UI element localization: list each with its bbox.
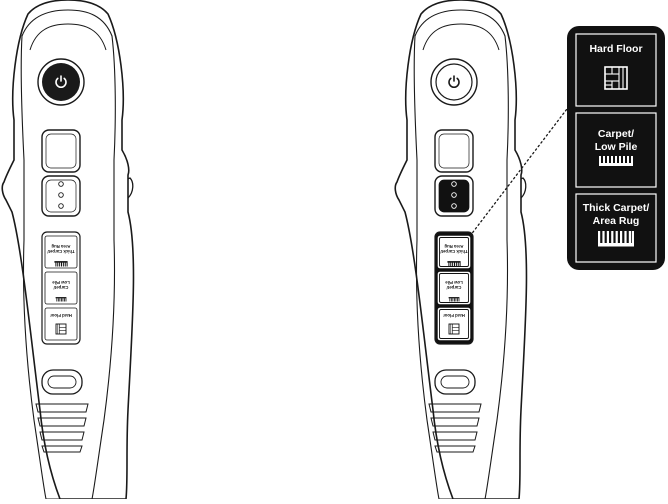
carpet-comb-icon — [55, 297, 67, 302]
power-icon — [448, 75, 460, 89]
handle-left: Thick Carpet/ Area Rug Carpet/ Low Pile … — [1, 0, 135, 500]
svg-text:Hard Floor: Hard Floor — [50, 313, 72, 318]
mode-indicator-panel-left: Thick Carpet/ Area Rug Carpet/ Low Pile … — [41, 231, 81, 345]
carpet-label-line1: Carpet/ — [598, 128, 634, 140]
svg-text:Area Rug: Area Rug — [51, 244, 70, 249]
callout-carpet-low-pile: Carpet/ Low Pile — [575, 112, 657, 188]
mode-hard-floor-right: Hard Floor — [443, 313, 465, 335]
svg-text:Low Pile: Low Pile — [52, 280, 70, 285]
mode-indicator-panel-right: Thick Carpet/ Area Rug Carpet/ Low Pile … — [434, 231, 474, 345]
display-window-left — [41, 129, 81, 173]
handle-right: Thick Carpet/ Area Rug Carpet/ Low Pile … — [394, 0, 528, 500]
power-button-left[interactable] — [37, 58, 85, 106]
mode-hard-floor-left: Hard Floor — [50, 313, 72, 335]
svg-text:Hard Floor: Hard Floor — [443, 313, 465, 318]
callout-hard-floor: Hard Floor — [575, 33, 657, 107]
thick-carpet-label-line2: Area Rug — [593, 215, 640, 227]
svg-text:Area Rug: Area Rug — [444, 244, 463, 249]
hard-floor-label: Hard Floor — [589, 43, 642, 55]
power-button-right[interactable] — [430, 58, 478, 106]
thick-carpet-label-line1: Thick Carpet/ — [583, 202, 650, 214]
svg-text:Carpet/: Carpet/ — [446, 285, 462, 290]
power-icon — [55, 75, 67, 89]
thick-carpet-comb-icon — [598, 231, 634, 247]
svg-text:Thick Carpet/: Thick Carpet/ — [47, 249, 75, 254]
carpet-comb-icon — [599, 156, 633, 166]
mode-thick-carpet-left: Thick Carpet/ Area Rug — [47, 244, 75, 267]
svg-text:Carpet/: Carpet/ — [53, 285, 69, 290]
hard-floor-icon — [604, 66, 628, 90]
mode-callout-panel: Hard Floor Carpet/ Low Pile — [567, 26, 665, 270]
display-window-right — [434, 129, 474, 173]
mode-selector-button-right[interactable] — [434, 175, 474, 217]
release-trigger-right[interactable] — [434, 369, 476, 395]
svg-text:Low Pile: Low Pile — [445, 280, 463, 285]
callout-leader-line — [469, 104, 571, 237]
carpet-label-line2: Low Pile — [595, 141, 638, 153]
grip-ribs-right — [428, 403, 482, 453]
release-trigger-left[interactable] — [41, 369, 83, 395]
callout-thick-carpet-area-rug: Thick Carpet/ Area Rug — [575, 193, 657, 263]
mode-carpet-left: Carpet/ Low Pile — [52, 280, 70, 302]
svg-text:Thick Carpet/: Thick Carpet/ — [440, 249, 468, 254]
grip-ribs-left — [35, 403, 89, 453]
mode-selector-button-left[interactable] — [41, 175, 81, 217]
mode-carpet-right: Carpet/ Low Pile — [445, 280, 463, 302]
mode-thick-carpet-right: Thick Carpet/ Area Rug — [440, 244, 468, 267]
